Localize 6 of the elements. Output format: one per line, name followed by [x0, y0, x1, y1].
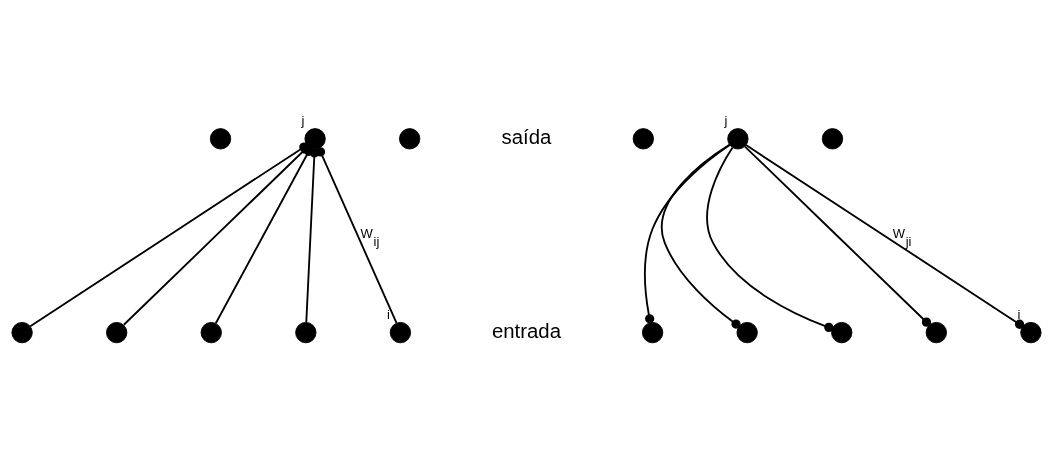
node-label: i	[386, 306, 390, 322]
label: entrada	[491, 319, 562, 342]
node-label: i	[1017, 306, 1021, 322]
node-label: j	[724, 112, 728, 128]
label: saída	[501, 125, 552, 148]
node-label: j	[301, 112, 305, 128]
